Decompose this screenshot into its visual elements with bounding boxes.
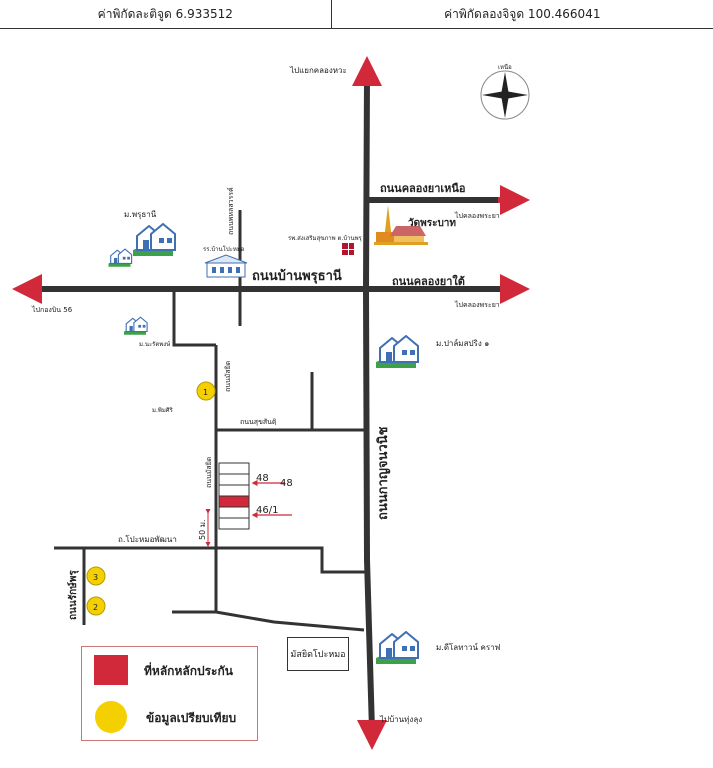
comparison-label-3: 3 (93, 573, 98, 582)
parcel-e (218, 506, 250, 519)
parcel-b (218, 473, 250, 486)
dest-west: ไปกองบิน 56 (31, 305, 73, 314)
comparison-marker-3 (86, 566, 106, 586)
parcel-c (218, 484, 250, 497)
road-main-ns (362, 77, 375, 731)
label-village-pruthani: ม.พรุธานี (124, 210, 157, 219)
compass-icon: เหนือ (480, 63, 530, 120)
label-side-road-1: ถนนพหลสวรรค์ (227, 187, 235, 235)
legend-comparison-swatch (95, 701, 127, 733)
label-school-small: รร.บ้านโปะหมอ (203, 245, 245, 253)
latitude-cell: ค่าพิกัดละติจูด 6.933512 (0, 0, 332, 29)
label-health-center: รพ.ส่งเสริมสุขภาพ ต.บ้านพรุ (288, 235, 363, 242)
label-village-phimsiri: ม.พิมศิริ (152, 407, 174, 414)
comparison-label-2: 2 (93, 603, 98, 612)
comparison-marker-1 (196, 381, 216, 401)
legend-collateral-swatch (94, 655, 128, 685)
label-village-palm: ม.ปาล์มสปริง ๑ (436, 338, 489, 348)
parcel-label-46: 46/1 (256, 505, 278, 516)
label-temple: วัดพระบาท (408, 217, 456, 229)
dest-north: ไปแยกคลองหวะ (289, 66, 347, 75)
mosque-label: มัสยิดโปะหมอ (287, 637, 349, 671)
road-side-left (172, 289, 216, 347)
parcel-f (218, 517, 250, 530)
parcel-collateral (218, 495, 250, 508)
label-village-nanarach: ม.นะรัตพงษ์ (139, 340, 170, 348)
label-west-road: ถนนรักษ์พรุ (67, 570, 79, 620)
village-pruthani-icon (132, 223, 176, 257)
dest-east-lower: ไปคลองพระยา (454, 300, 500, 309)
distance-label: 50 ม. (198, 519, 207, 540)
dest-south: ไปบ้านทุ่งลุง (379, 715, 422, 724)
village-phimsiri-icon (123, 316, 148, 336)
legend-collateral-label: ที่หลักหลักประกัน (144, 664, 233, 678)
label-side-road-3: ถนนสุขสันตฺิ (240, 418, 277, 426)
label-side-road-4: ถนนมัสยิด (205, 457, 213, 488)
compass-north-label: เหนือ (498, 63, 512, 71)
label-north-branch: ถนนคลองยาเหนือ (380, 182, 466, 195)
parcel-a (218, 462, 250, 475)
coordinate-header: ค่าพิกัดละติจูด 6.933512 ค่าพิกัดลองจิจู… (0, 0, 713, 29)
road-bottom (172, 610, 365, 632)
temple-icon (374, 205, 428, 245)
parcel-label-48a: 48 (256, 473, 269, 484)
health-center-icon (342, 243, 354, 255)
village-nanarach-icon (107, 248, 133, 268)
village-palm-icon (375, 335, 419, 369)
parcel-label-48b: 48 (280, 478, 293, 489)
label-main-ns: ถนนกาญจนวนิช (376, 426, 391, 520)
longitude-cell: ค่าพิกัดลองจิจูด 100.466041 (330, 0, 713, 29)
dest-east-upper: ไปคลองพระยา (454, 211, 500, 220)
label-main-ew: ถนนบ้านพรุธานี (252, 268, 342, 284)
comparison-marker-2 (86, 596, 106, 616)
comparison-label-1: 1 (203, 388, 208, 397)
village-dee-icon (375, 631, 419, 665)
legend-comparison-label: ข้อมูลเปรียบเทียบ (146, 711, 237, 725)
legend: ที่หลักหลักประกัน ข้อมูลเปรียบเทียบ (81, 646, 258, 741)
label-south-road: ถ.โปะหมอพัฒนา (118, 534, 177, 544)
road-south (54, 546, 367, 574)
label-village-dee: ม.ดีโลทาวน์ คราฟ (436, 642, 501, 652)
label-south-branch: ถนนคลองยาใต้ (392, 274, 465, 288)
label-side-road-2: ถนนมัสยิด (224, 361, 232, 392)
school-icon (204, 254, 248, 278)
